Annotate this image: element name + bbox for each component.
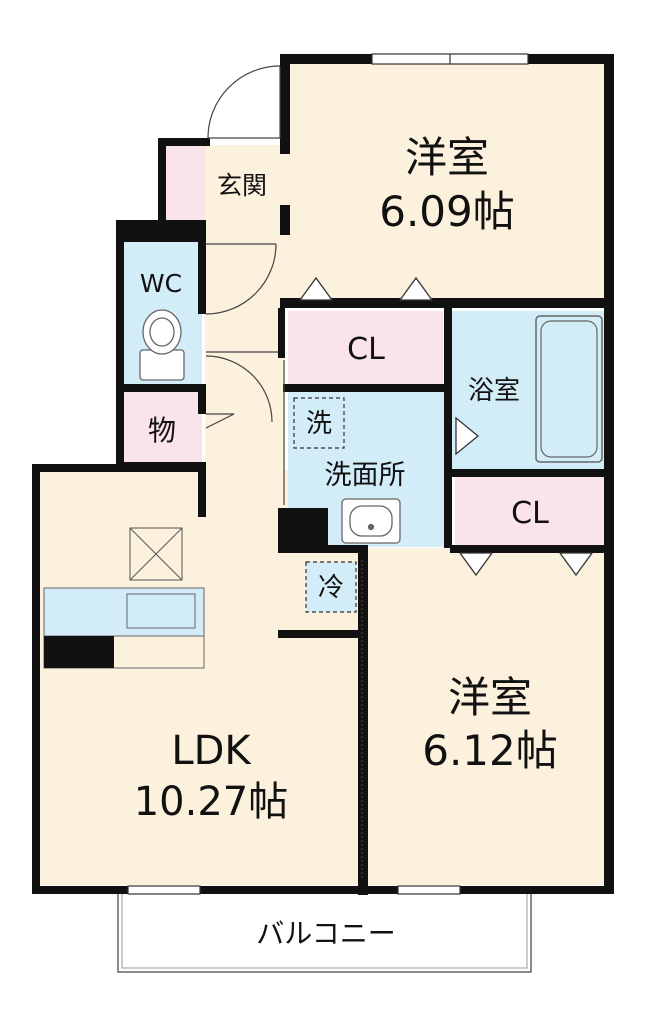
hallway-floor: [205, 220, 285, 550]
bedroom-north-name: 洋室: [405, 133, 489, 182]
bedroom-north-floor: [285, 60, 610, 303]
kitchen-sink: [126, 593, 196, 629]
closet-doors: [298, 276, 594, 577]
storage-label: 物: [148, 414, 176, 447]
washer-spot: [293, 397, 345, 449]
bathroom-label: 浴室: [468, 376, 520, 406]
wash-basin: [341, 498, 401, 544]
bedroom-south-size: 6.12帖: [422, 726, 558, 775]
bedroom-south-floor: [366, 548, 610, 885]
washer-label: 洗: [306, 409, 332, 439]
shoe-storage: [165, 145, 205, 220]
kitchen-counter: [43, 587, 205, 637]
windows: [127, 53, 529, 895]
door-swings: [205, 65, 363, 880]
closet-top-label: CL: [347, 332, 385, 367]
ceiling-hatch: [129, 527, 183, 581]
bathtub: [535, 315, 603, 463]
entrance-label: 玄関: [217, 171, 267, 200]
fridge-spot: [305, 561, 357, 613]
closet-right-label: CL: [511, 496, 549, 531]
closet-top-floor: [288, 311, 443, 386]
kitchen-stove-block: [44, 636, 114, 668]
washroom-label: 洗面所: [325, 460, 406, 491]
storage-floor: [122, 392, 202, 462]
ldk-name: LDK: [171, 728, 252, 774]
wc-label: WC: [140, 269, 182, 298]
bedroom-north-size: 6.09帖: [379, 187, 515, 236]
fridge-label: 冷: [318, 573, 344, 603]
closet-right-floor: [455, 477, 605, 545]
walls: [32, 54, 614, 895]
toilet: [139, 309, 185, 381]
balcony-label: バルコニー: [256, 917, 395, 950]
balcony-area: [117, 887, 532, 973]
bedroom-south-name: 洋室: [448, 673, 532, 722]
ldk-size: 10.27帖: [134, 779, 289, 825]
entrance-floor: [205, 145, 285, 220]
